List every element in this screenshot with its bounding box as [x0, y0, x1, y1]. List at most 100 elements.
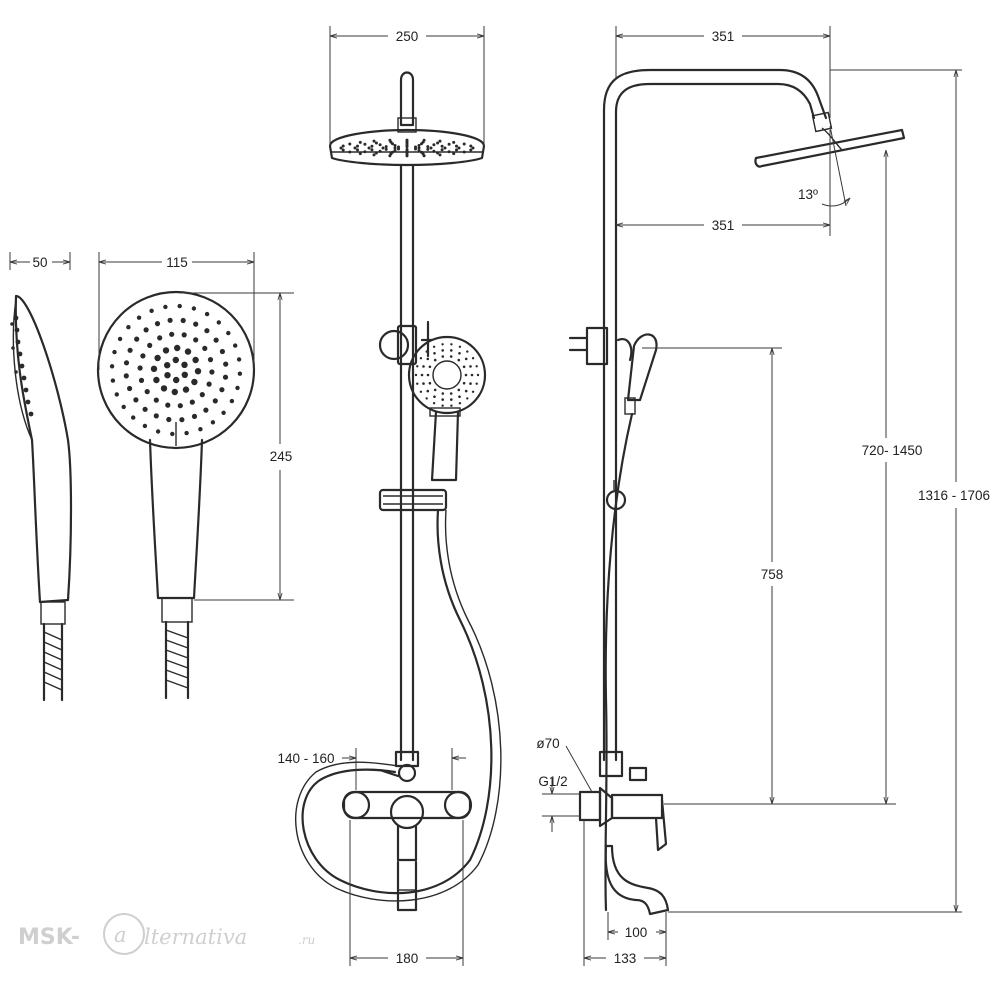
nozzle-dot	[191, 306, 197, 311]
nozzle-dot	[450, 343, 453, 346]
nozzle-dot	[142, 406, 148, 412]
nozzle-dot	[172, 356, 179, 364]
nozzle-dot	[154, 354, 161, 362]
dim-arm-reach-top: 351	[712, 29, 735, 44]
nozzle-dot	[154, 321, 161, 327]
nozzle-dot	[348, 142, 352, 146]
nozzle-dot	[140, 353, 146, 359]
watermark-brand: MSK-	[18, 925, 80, 950]
nozzle-dot	[143, 327, 149, 333]
nozzle-dot	[131, 415, 136, 420]
nozzle-dot	[160, 385, 168, 392]
nozzle-dot	[137, 365, 143, 371]
nozzle-dot	[433, 388, 437, 392]
nozzle-dot	[464, 357, 468, 361]
nozzle-dot	[162, 347, 170, 354]
nozzle-dot	[181, 361, 188, 368]
nozzle-dot	[433, 352, 436, 355]
nozzle-dot	[149, 308, 154, 313]
nozzle-dot	[470, 373, 474, 377]
dimension-lines	[9, 26, 962, 966]
nozzle-dot	[127, 347, 133, 353]
dim-tilt-angle: 13º	[798, 187, 818, 202]
nozzle-dot	[422, 382, 425, 385]
handset-front-view	[96, 290, 256, 700]
nozzle-dot	[466, 397, 469, 400]
nozzle-dot	[370, 148, 374, 152]
nozzle-dot	[422, 138, 426, 142]
nozzle-dot	[212, 398, 218, 404]
nozzle-dot	[181, 332, 187, 338]
nozzle-dot	[432, 143, 436, 147]
nozzle-dot	[393, 146, 397, 150]
watermark-tld: .ru	[298, 933, 315, 947]
nozzle-dot	[348, 150, 352, 154]
nozzle-dot	[367, 146, 371, 150]
nozzle-dot	[226, 330, 231, 336]
nozzle-dot	[173, 376, 180, 384]
nozzle-dot	[426, 373, 430, 377]
nozzle-dot	[426, 145, 430, 149]
nozzle-dot	[374, 141, 378, 145]
nozzle-dot	[213, 337, 219, 343]
nozzle-dot	[358, 140, 362, 144]
nozzle-dot	[475, 382, 478, 385]
nozzle-dot	[428, 365, 432, 369]
nozzle-dot	[462, 142, 466, 146]
nozzle-dot	[126, 325, 131, 330]
nozzle-dot	[420, 373, 424, 377]
nozzle-dot	[436, 151, 440, 155]
dim-arm-reach-lower: 351	[712, 218, 735, 233]
nozzle-dot	[194, 368, 202, 375]
dim-thread: G1/2	[538, 774, 567, 789]
nozzle-dot	[457, 388, 461, 392]
nozzle-dot	[438, 139, 442, 143]
nozzle-dot	[372, 139, 376, 143]
nozzle-dot	[184, 348, 192, 355]
nozzle-dot	[417, 149, 421, 152]
nozzle-dot	[235, 385, 240, 391]
nozzle-dot	[425, 350, 428, 353]
nozzle-dot	[189, 399, 195, 405]
nozzle-dot	[471, 357, 475, 360]
nozzle-dot	[422, 154, 426, 158]
nozzle-dot	[142, 423, 148, 429]
nozzle-dot	[384, 145, 388, 149]
nozzle-dot	[425, 397, 428, 400]
nozzle-dot	[237, 371, 243, 376]
nozzle-dot	[469, 144, 473, 148]
nozzle-dot	[447, 150, 451, 154]
nozzle-dot	[164, 372, 171, 379]
nozzle-dot	[426, 357, 430, 361]
dim-handset-depth: 50	[32, 255, 47, 270]
nozzle-dot	[447, 142, 451, 146]
nozzle-dot	[438, 153, 442, 157]
nozzle-dot	[449, 355, 453, 358]
nozzle-dot	[475, 365, 478, 368]
dim-overhead-diameter: 250	[396, 29, 419, 44]
nozzle-dot	[417, 144, 421, 147]
nozzle-dot	[426, 389, 430, 393]
dim-flange-diameter: ø70	[536, 736, 559, 751]
nozzle-dot	[419, 390, 423, 393]
nozzle-dot	[363, 150, 367, 154]
nozzle-dot	[123, 360, 130, 366]
nozzle-dot	[432, 402, 436, 405]
dim-mixer-width: 180	[396, 951, 419, 966]
nozzle-dot	[121, 404, 126, 410]
nozzle-dot	[181, 371, 188, 378]
nozzle-dot	[356, 144, 359, 148]
nozzle-dot	[414, 373, 418, 377]
nozzle-dot	[341, 144, 345, 148]
nozzle-dot	[191, 378, 198, 386]
dim-eccentric-range: 140 - 160	[277, 751, 334, 766]
nozzle-dot	[452, 152, 456, 156]
nozzle-dot	[441, 355, 445, 358]
nozzle-dot	[441, 343, 444, 346]
nozzle-dot	[416, 382, 419, 385]
nozzle-dot	[381, 146, 385, 150]
nozzle-dot	[433, 358, 437, 362]
nozzle-dot	[114, 392, 120, 397]
nozzle-dot	[416, 365, 419, 368]
nozzle-dot	[452, 140, 456, 144]
